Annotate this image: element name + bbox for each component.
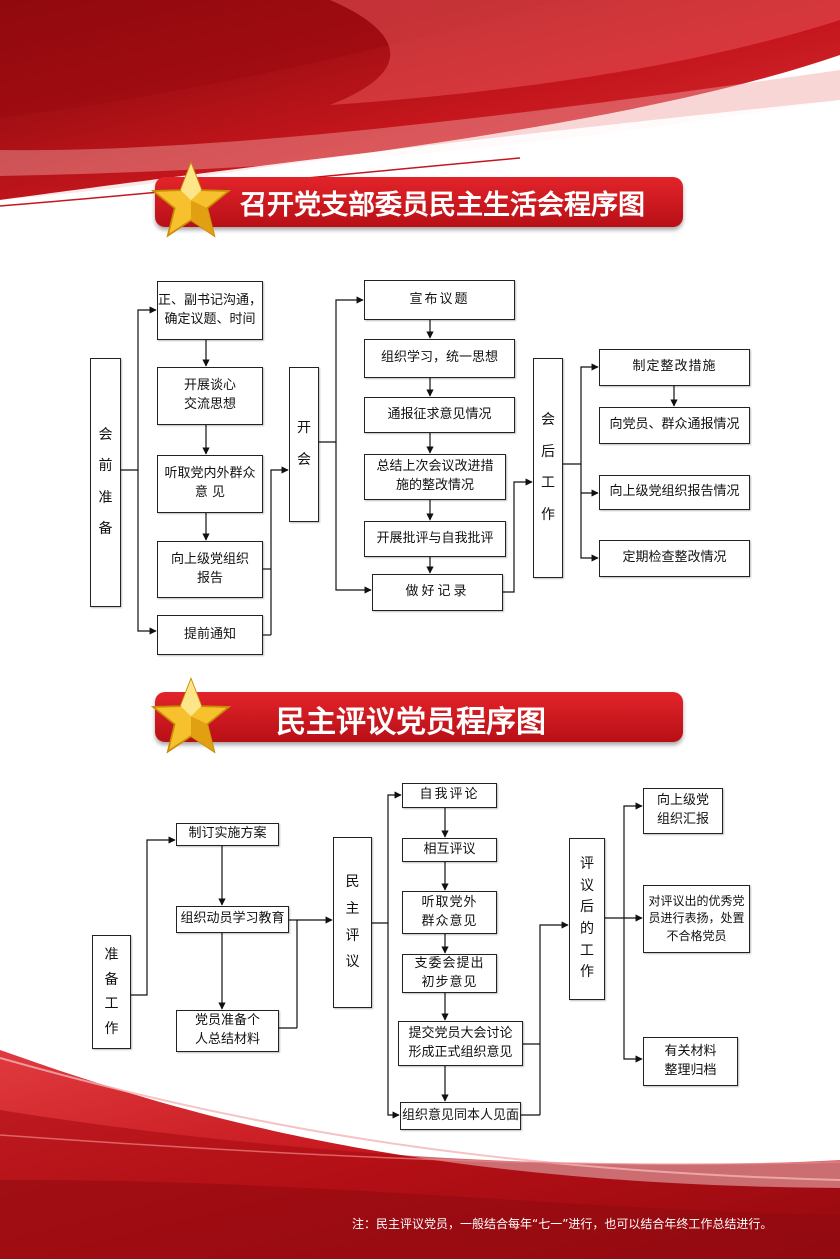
chart2-prep-step: 组织动员学习教育 xyxy=(176,906,289,933)
chart1-prep-step: 向上级党组织 报告 xyxy=(157,541,263,598)
chart1-meeting-step: 宣布议题 xyxy=(364,280,515,320)
chart2-prep-step: 党员准备个 人总结材料 xyxy=(176,1010,279,1052)
chart1-title: 召开党支部委员民主生活会程序图 xyxy=(240,190,645,221)
chart1-prep-step: 开展谈心 交流思想 xyxy=(157,367,263,425)
chart2-stage-prep: 准 备 工 作 xyxy=(92,935,131,1049)
chart1-stage-meeting: 开 会 xyxy=(289,367,319,522)
chart2-title-banner xyxy=(155,692,683,742)
chart1-prep-step: 听取党内外群众 意 见 xyxy=(157,455,263,513)
chart2-after-step: 对评议出的优秀党 员进行表扬，处置 不合格党员 xyxy=(643,885,750,953)
star-icon xyxy=(150,677,232,754)
chart2-review-step: 组织意见同本人见面 xyxy=(400,1102,521,1130)
chart2-review-step: 自我评论 xyxy=(402,783,497,808)
chart1-after-step: 制定整改措施 xyxy=(599,349,750,386)
chart2-after-step: 有关材料 整理归档 xyxy=(643,1037,738,1086)
chart1-meeting-step: 开展批评与自我批评 xyxy=(364,521,506,557)
chart1-meeting-step: 通报征求意见情况 xyxy=(364,397,515,433)
chart1-after-step: 定期检查整改情况 xyxy=(599,540,750,577)
chart2-review-step: 相互评议 xyxy=(402,838,497,862)
chart1-title-banner xyxy=(155,177,683,227)
chart2-prep-step: 制订实施方案 xyxy=(176,823,279,846)
star-icon xyxy=(150,161,232,238)
chart1-prep-step: 正、副书记沟通， 确定议题、时间 xyxy=(157,281,263,340)
chart1-meeting-step: 做好记录 xyxy=(372,574,503,611)
chart1-stage-after: 会 后 工 作 xyxy=(533,358,563,578)
chart2-stage-after: 评 议 后 的 工 作 xyxy=(569,838,605,1000)
chart2-review-step: 支委会提出 初步意见 xyxy=(402,954,497,993)
chart1-meeting-step: 组织学习，统一思想 xyxy=(364,339,515,378)
chart1-meeting-step: 总结上次会议改进措 施的整改情况 xyxy=(364,454,506,500)
chart1-stage-prep: 会 前 准 备 xyxy=(90,358,121,607)
chart1-after-step: 向上级党组织报告情况 xyxy=(599,475,750,510)
chart1-prep-step: 提前通知 xyxy=(157,615,263,655)
chart2-stage-review: 民 主 评 议 xyxy=(333,837,372,1008)
chart1-after-step: 向党员、群众通报情况 xyxy=(599,407,750,444)
chart2-review-step: 听取党外 群众意见 xyxy=(402,891,497,934)
chart2-after-step: 向上级党 组织汇报 xyxy=(643,788,723,834)
chart2-title: 民主评议党员程序图 xyxy=(276,705,546,740)
chart2-review-step: 提交党员大会讨论 形成正式组织意见 xyxy=(398,1021,523,1066)
footnote: 注：民主评议党员，一般结合每年“七一”进行，也可以结合年终工作总结进行。 xyxy=(352,1217,773,1231)
